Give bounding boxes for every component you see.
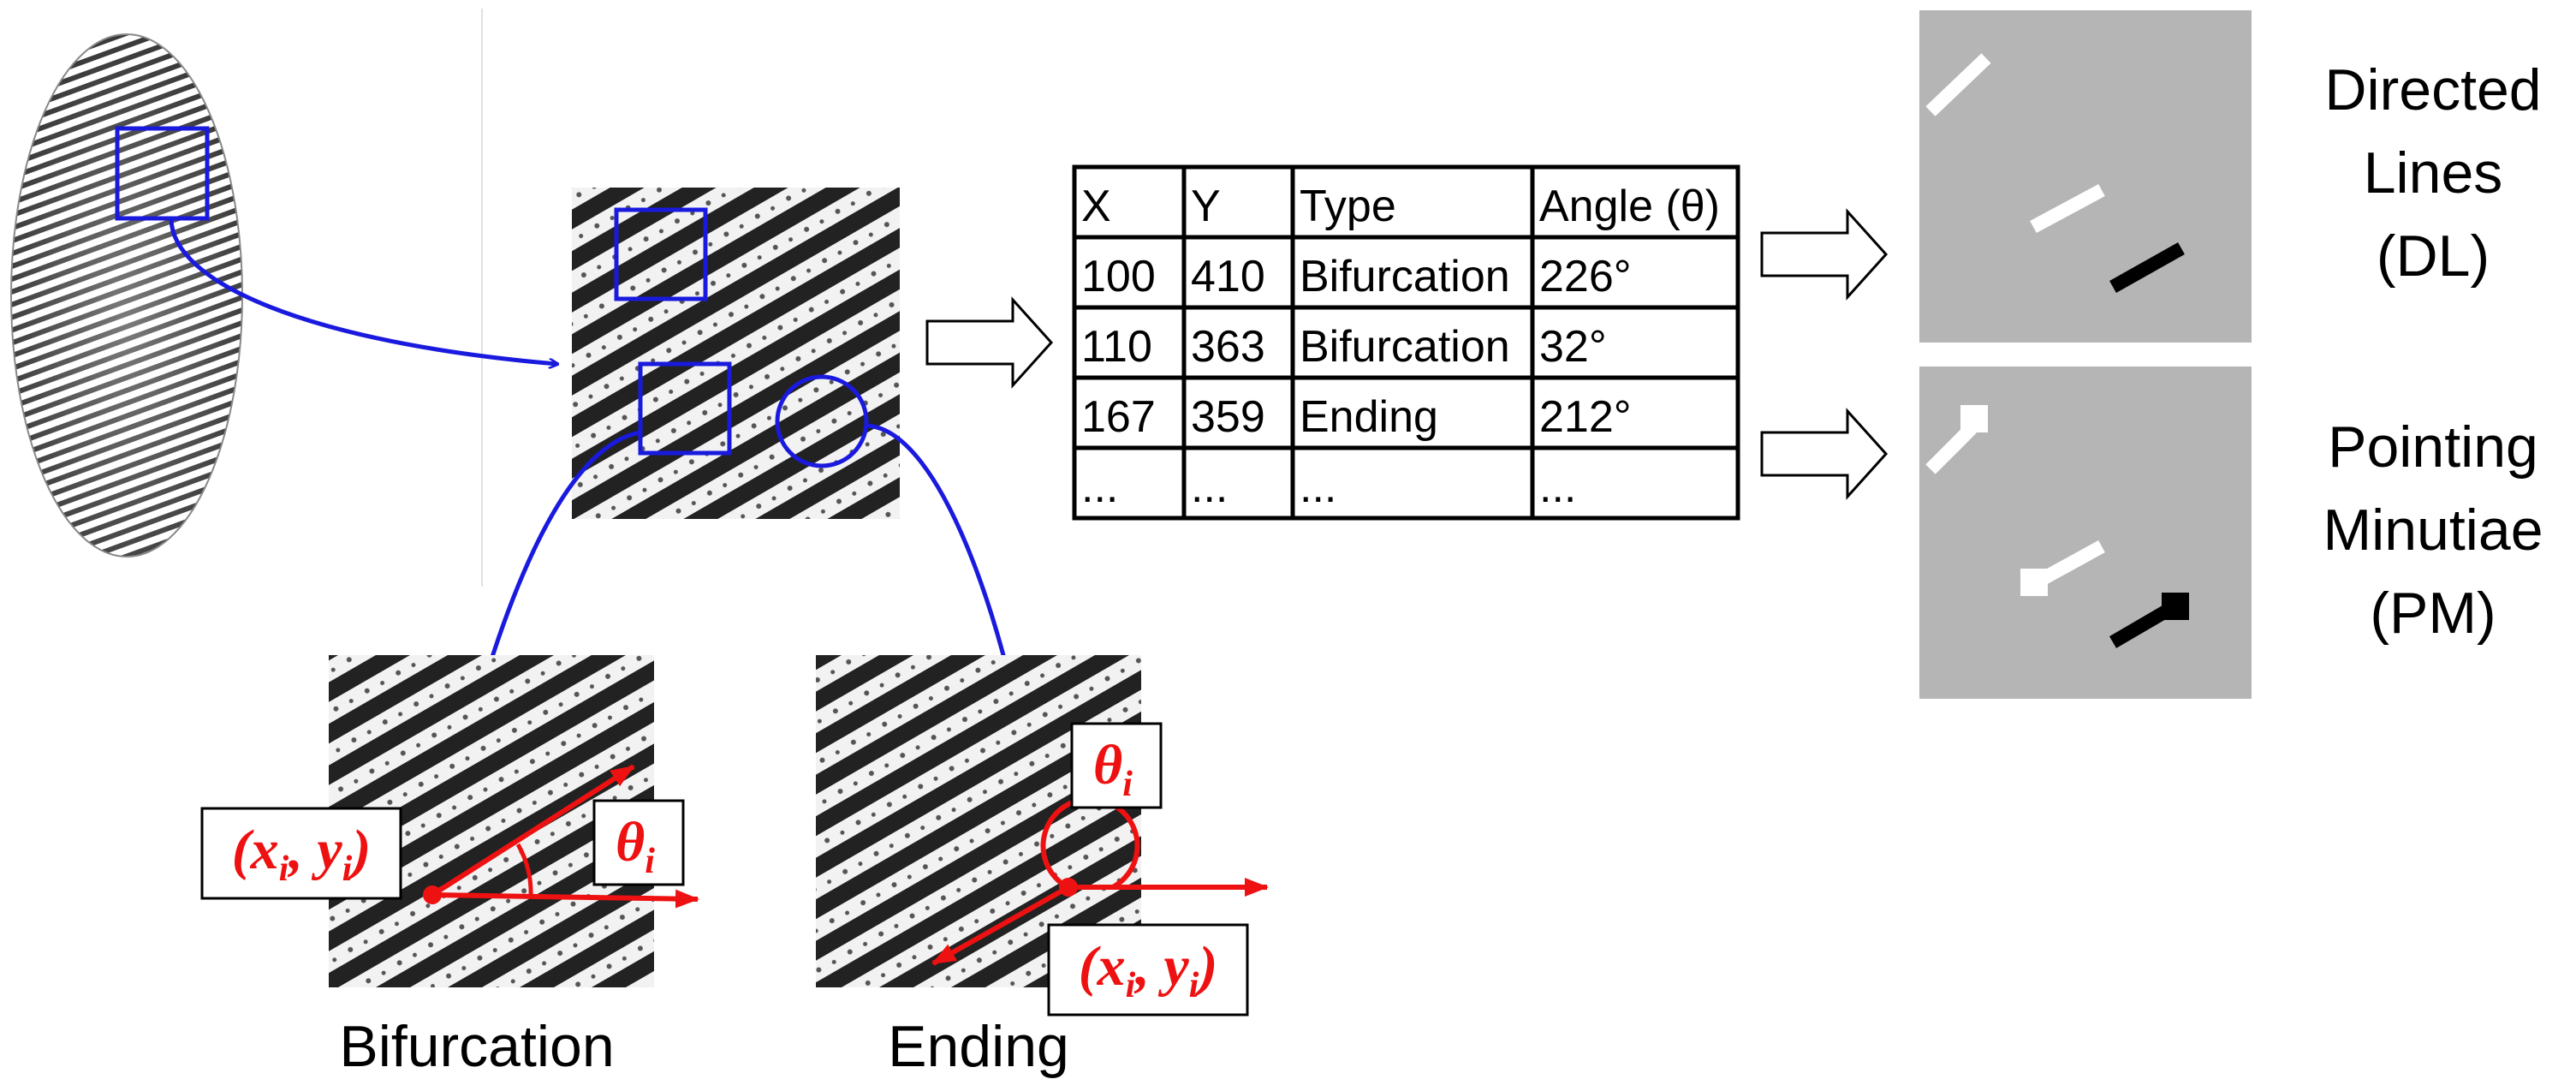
arrow-right-icon bbox=[1760, 408, 1889, 500]
bifurcation-angle-arc bbox=[515, 843, 533, 897]
connector-fingerprint-to-patch bbox=[169, 218, 556, 364]
bifurcation-ray-angle bbox=[431, 764, 635, 897]
table-cell: 167 bbox=[1081, 392, 1156, 442]
patch-roi-top bbox=[614, 207, 708, 301]
bifurcation-angle-label: θi bbox=[592, 799, 685, 886]
patch-roi-ending bbox=[775, 374, 869, 468]
arrow-right-icon bbox=[925, 296, 1054, 389]
table-cell: ... bbox=[1539, 462, 1576, 512]
table-cell: 363 bbox=[1191, 322, 1265, 372]
ending-point bbox=[1059, 878, 1078, 897]
fingerprint-roi-box bbox=[115, 126, 210, 221]
table-header: Type bbox=[1300, 182, 1396, 231]
table-cell: 359 bbox=[1191, 392, 1265, 442]
svg-text:θi: θi bbox=[616, 811, 655, 881]
ending-coord-label: (xi, yi) bbox=[1047, 923, 1249, 1016]
pm-label: Minutiae bbox=[2323, 498, 2543, 563]
table-cell: Bifurcation bbox=[1300, 252, 1510, 301]
bifurcation-caption: Bifurcation bbox=[339, 1014, 614, 1079]
bifurcation-coord-label: (xi, yi) bbox=[200, 807, 402, 900]
svg-text:(xi, yi): (xi, yi) bbox=[1079, 935, 1218, 1005]
dl-label: (DL) bbox=[2377, 224, 2490, 289]
table-cell: 110 bbox=[1081, 322, 1152, 372]
directed-lines-panel bbox=[1919, 10, 2252, 343]
ending-ray-direction bbox=[931, 885, 1070, 966]
minutiae-table: X Y Type Angle (θ) 100 410 Bifurcation 2… bbox=[1072, 164, 1740, 521]
table-header: X bbox=[1081, 182, 1111, 231]
bifurcation-point bbox=[423, 885, 442, 904]
table-cell: ... bbox=[1081, 462, 1118, 512]
ending-angle-label: θi bbox=[1070, 722, 1163, 809]
dl-label: Directed bbox=[2324, 57, 2541, 122]
dl-label: Lines bbox=[2364, 140, 2503, 206]
table-cell: 100 bbox=[1081, 252, 1156, 301]
table-header: Angle (θ) bbox=[1539, 182, 1720, 231]
fingerprint-image bbox=[10, 33, 243, 557]
zoomed-ridge-patch bbox=[572, 188, 900, 519]
svg-text:(xi, yi): (xi, yi) bbox=[232, 819, 372, 889]
svg-text:θi: θi bbox=[1093, 734, 1133, 804]
pointing-minutiae-panel bbox=[1919, 367, 2252, 699]
table-cell: 226° bbox=[1539, 252, 1632, 301]
table-cell: ... bbox=[1300, 462, 1336, 512]
arrow-right-icon bbox=[1760, 208, 1889, 301]
table-cell: 212° bbox=[1539, 392, 1632, 442]
table-cell: Bifurcation bbox=[1300, 322, 1510, 372]
table-header: Y bbox=[1191, 182, 1221, 231]
patch-roi-bifurcation bbox=[638, 361, 732, 456]
table-cell: 410 bbox=[1191, 252, 1265, 301]
bifurcation-ray-base bbox=[431, 889, 699, 909]
table-cell: ... bbox=[1191, 462, 1228, 512]
pm-label: Pointing bbox=[2328, 414, 2538, 480]
ending-caption: Ending bbox=[888, 1014, 1069, 1079]
pm-label: (PM) bbox=[2370, 581, 2496, 646]
table-cell: Ending bbox=[1300, 392, 1438, 442]
table-cell: 32° bbox=[1539, 322, 1607, 372]
